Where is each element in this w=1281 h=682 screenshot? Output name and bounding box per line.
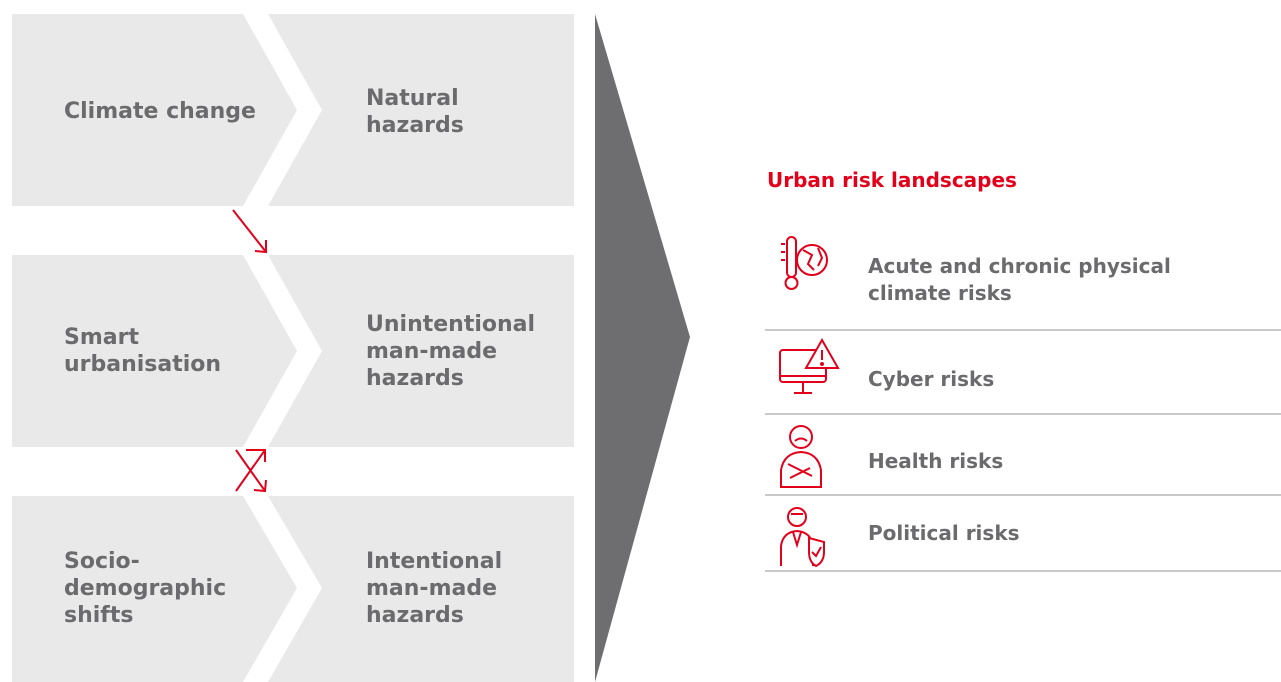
driver-label-smart-urbanisation: Smart urbanisation [64, 325, 222, 377]
monitor-warning-icon [779, 337, 840, 394]
hazard-chevron-unintentional [268, 255, 574, 447]
divider [765, 570, 1281, 572]
divider [765, 494, 1281, 496]
driver-chevron-climate [12, 14, 297, 206]
divider [765, 413, 1281, 415]
hazard-label-unintentional: Unintentional man-made hazards [366, 312, 536, 391]
driver-label-climate-change: Climate change [64, 99, 256, 124]
hazard-label-intentional: Intentional man-made hazards [366, 549, 503, 628]
risk-label-cyber: Cyber risks [868, 367, 995, 391]
injured-person-icon [780, 425, 822, 488]
risk-label-political: Political risks [868, 521, 1020, 545]
driver-chevron-smart [12, 255, 297, 447]
hazard-chevron-intentional [268, 496, 574, 682]
driver-chevron-socio [12, 496, 297, 682]
risk-label-health: Health risks [868, 449, 1004, 473]
official-shield-icon [780, 507, 825, 568]
risk-label-climate: Acute and chronic physical climate risks [868, 254, 1171, 305]
connector-arrow-down [232, 209, 267, 254]
connector-arrow-cross [235, 449, 267, 493]
divider [765, 329, 1281, 331]
thermometer-globe-icon [781, 236, 828, 290]
hazard-chevron-natural [268, 14, 574, 206]
driver-label-socio-demographic: Socio-demographic shifts [64, 549, 227, 628]
hazard-label-natural: Natural hazards [366, 86, 464, 138]
big-arrow [595, 14, 690, 682]
risk-list-title: Urban risk landscapes [767, 168, 1017, 192]
